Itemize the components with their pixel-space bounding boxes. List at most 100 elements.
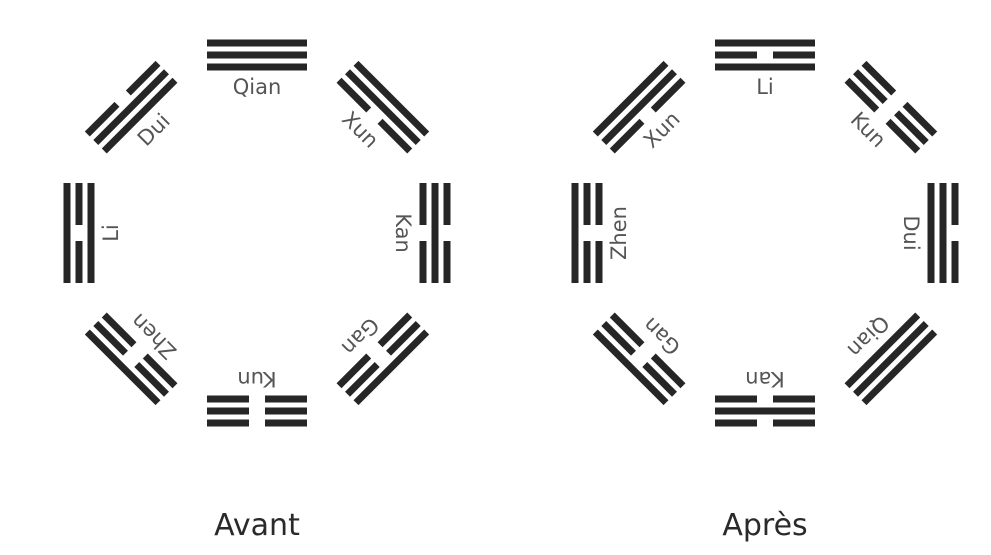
trigram-gan: Gan (592, 312, 686, 406)
trigram-qian: Qian (207, 39, 307, 99)
solid-line (84, 329, 161, 406)
broken-line-right (885, 118, 921, 154)
trigram-label-dui: Dui (899, 215, 923, 250)
trigram-label-kan: Kan (391, 213, 415, 253)
solid-line (939, 183, 947, 283)
trigram-label-gan: Gan (638, 313, 685, 360)
caption-apres: Après (722, 508, 808, 543)
broken-line-right (101, 312, 137, 348)
trigram-label-kan: Kan (745, 367, 785, 391)
trigram-li: Li (63, 183, 123, 283)
trigram-zhen: Zhen (84, 309, 181, 406)
broken-line-right (207, 407, 249, 415)
solid-line (844, 312, 921, 389)
broken-line-left (844, 77, 880, 113)
solid-line (927, 183, 935, 283)
solid-line (571, 183, 579, 283)
solid-line (715, 63, 815, 71)
broken-line-left (75, 241, 83, 283)
solid-line (345, 69, 421, 145)
broken-line-right (715, 395, 757, 403)
broken-line-left (861, 60, 897, 96)
broken-line-right (894, 110, 929, 145)
broken-line-left (265, 419, 307, 427)
broken-line-right (773, 51, 815, 59)
trigram-label-qian: Qian (843, 311, 894, 362)
trigram-dui: Dui (899, 183, 959, 283)
broken-line-left (419, 183, 427, 225)
broken-line-right (207, 395, 249, 403)
trigram-label-xun: Xun (639, 107, 685, 153)
solid-line (353, 60, 430, 137)
broken-line-left (84, 101, 120, 137)
trigram-dui: Dui (84, 60, 178, 154)
solid-line (207, 51, 307, 59)
solid-line (853, 321, 929, 397)
solid-line (431, 183, 439, 283)
caption-avant: Avant (214, 508, 300, 543)
trigram-xun: Xun (592, 60, 686, 154)
broken-line-right (207, 419, 249, 427)
trigram-label-xun: Xun (337, 107, 383, 153)
broken-line-right (583, 183, 591, 225)
solid-line (861, 329, 938, 406)
solid-line (101, 77, 178, 154)
trigram-zhen: Zhen (571, 183, 631, 283)
solid-line (87, 183, 95, 283)
broken-line-left (595, 241, 603, 283)
trigram-label-kun: Kun (846, 107, 891, 152)
solid-line (63, 183, 71, 283)
broken-line-left (377, 312, 413, 348)
broken-line-left (443, 183, 451, 225)
broken-line-right (443, 241, 451, 283)
solid-line (592, 60, 669, 137)
trigram-label-qian: Qian (233, 75, 282, 99)
trigram-label-kun: Kun (237, 367, 276, 391)
broken-line-left (951, 183, 959, 225)
broken-line-left (386, 321, 421, 356)
trigram-li: Li (715, 39, 815, 99)
trigram-label-li: Li (756, 75, 774, 99)
solid-line (601, 69, 677, 145)
trigram-gan: Gan (336, 312, 430, 406)
trigram-label-li: Li (99, 224, 123, 242)
broken-line-left (265, 407, 307, 415)
broken-line-left (142, 353, 178, 389)
broken-line-right (75, 183, 83, 225)
broken-line-left (609, 118, 645, 154)
broken-line-left (134, 362, 169, 397)
broken-line-left (715, 51, 757, 59)
broken-line-left (265, 395, 307, 403)
solid-line (592, 329, 669, 406)
trigram-qian: Qian (843, 311, 938, 406)
broken-line-left (853, 69, 888, 104)
broken-line-right (609, 312, 645, 348)
solid-line (715, 39, 815, 47)
broken-line-right (93, 321, 128, 356)
broken-line-right (951, 241, 959, 283)
broken-line-right (377, 118, 413, 154)
solid-line (93, 69, 169, 145)
broken-line-right (345, 362, 380, 397)
trigram-label-gan: Gan (337, 313, 384, 360)
broken-line-left (773, 419, 815, 427)
trigram-kan: Kan (715, 367, 815, 427)
broken-line-left (642, 362, 677, 397)
broken-line-left (336, 77, 372, 113)
broken-line-right (601, 321, 636, 356)
trigram-label-zhen: Zhen (126, 309, 181, 364)
trigram-xun: Xun (336, 60, 430, 154)
solid-line (715, 407, 815, 415)
broken-line-left (583, 241, 591, 283)
broken-line-left (773, 395, 815, 403)
trigram-label-zhen: Zhen (607, 206, 631, 260)
broken-line-right (336, 353, 372, 389)
trigram-kan: Kan (391, 183, 451, 283)
solid-line (207, 63, 307, 71)
broken-line-right (902, 101, 938, 137)
broken-line-right (715, 419, 757, 427)
solid-line (207, 39, 307, 47)
